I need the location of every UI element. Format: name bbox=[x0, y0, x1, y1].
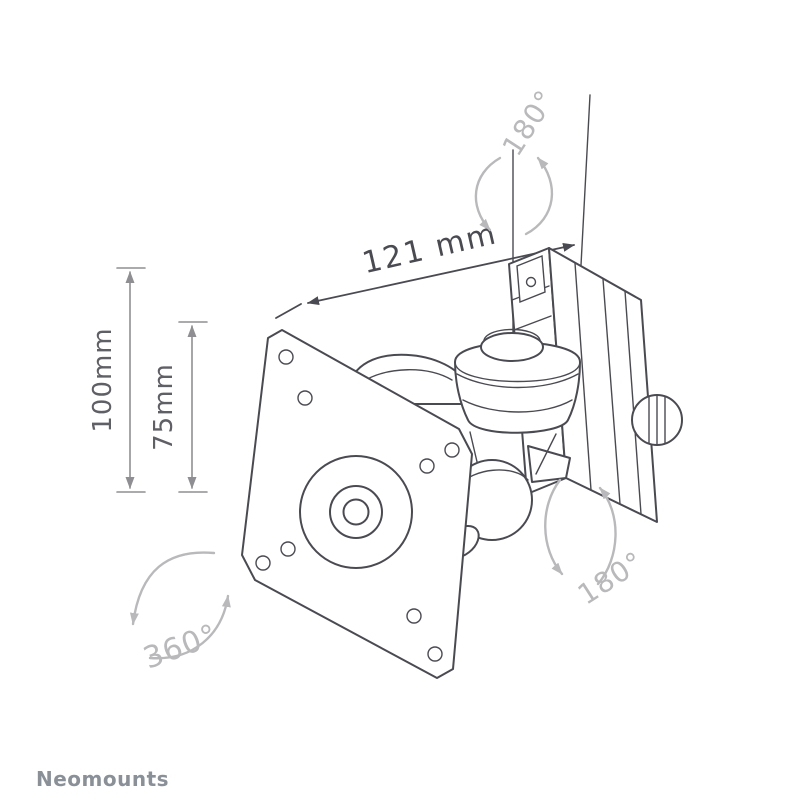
dimension-depth-label: 121 mm bbox=[359, 216, 501, 281]
dimension-vesa-75: 75mm bbox=[149, 321, 208, 493]
rotation-arc bbox=[474, 156, 502, 232]
plate-outline bbox=[241, 329, 473, 679]
brand-logo: Neomounts bbox=[36, 767, 169, 791]
rotation-top-label: 180° bbox=[496, 84, 563, 162]
barrel-ring bbox=[462, 399, 573, 413]
bracket-groove-line bbox=[513, 315, 552, 331]
rotation-arc bbox=[596, 486, 617, 586]
rotation-arc bbox=[544, 478, 564, 576]
rotation-indicator-top: 180° bbox=[474, 84, 563, 236]
joint-dome bbox=[480, 332, 544, 362]
vesa-hole bbox=[255, 555, 271, 571]
barrel-ring bbox=[456, 373, 579, 389]
dome-cap bbox=[483, 328, 541, 341]
vesa-plate bbox=[241, 329, 473, 679]
bracket-screw-hole bbox=[525, 276, 537, 288]
rotation-arc bbox=[129, 551, 216, 626]
dimension-75-label: 75mm bbox=[149, 363, 179, 451]
center-hub-inner bbox=[329, 485, 383, 539]
bracket-slot bbox=[516, 254, 546, 304]
vesa-hole bbox=[280, 541, 296, 557]
vesa-hole bbox=[278, 349, 294, 365]
bracket-clamp bbox=[527, 445, 571, 483]
center-hub-outer bbox=[299, 455, 413, 569]
vesa-hole bbox=[427, 646, 443, 662]
rotation-indicator-plate: 360° bbox=[129, 551, 231, 677]
depth-extension-tick bbox=[275, 303, 302, 319]
dimension-vesa-100: 100mm bbox=[88, 267, 146, 493]
vesa-hole bbox=[297, 390, 313, 406]
joint-link-line bbox=[535, 433, 557, 475]
rotation-arc bbox=[524, 156, 554, 236]
joint-link-line bbox=[469, 431, 479, 467]
rotation-plate-label: 360° bbox=[139, 618, 223, 677]
bracket-rail-line bbox=[624, 290, 642, 515]
barrel-rim bbox=[454, 361, 581, 383]
rotation-arc bbox=[148, 594, 231, 660]
vesa-hole bbox=[406, 608, 422, 624]
adjustment-knob bbox=[631, 394, 683, 446]
rotation-side-label: 180° bbox=[572, 545, 650, 612]
center-hole bbox=[342, 498, 370, 526]
bracket-rail-line bbox=[574, 262, 592, 491]
vesa-hole bbox=[419, 458, 435, 474]
arm-elbow-contour bbox=[361, 369, 453, 383]
dimension-100-label: 100mm bbox=[88, 327, 118, 432]
wall-bracket bbox=[508, 247, 683, 523]
bracket-rail-line bbox=[602, 278, 621, 505]
vesa-hole bbox=[444, 442, 460, 458]
